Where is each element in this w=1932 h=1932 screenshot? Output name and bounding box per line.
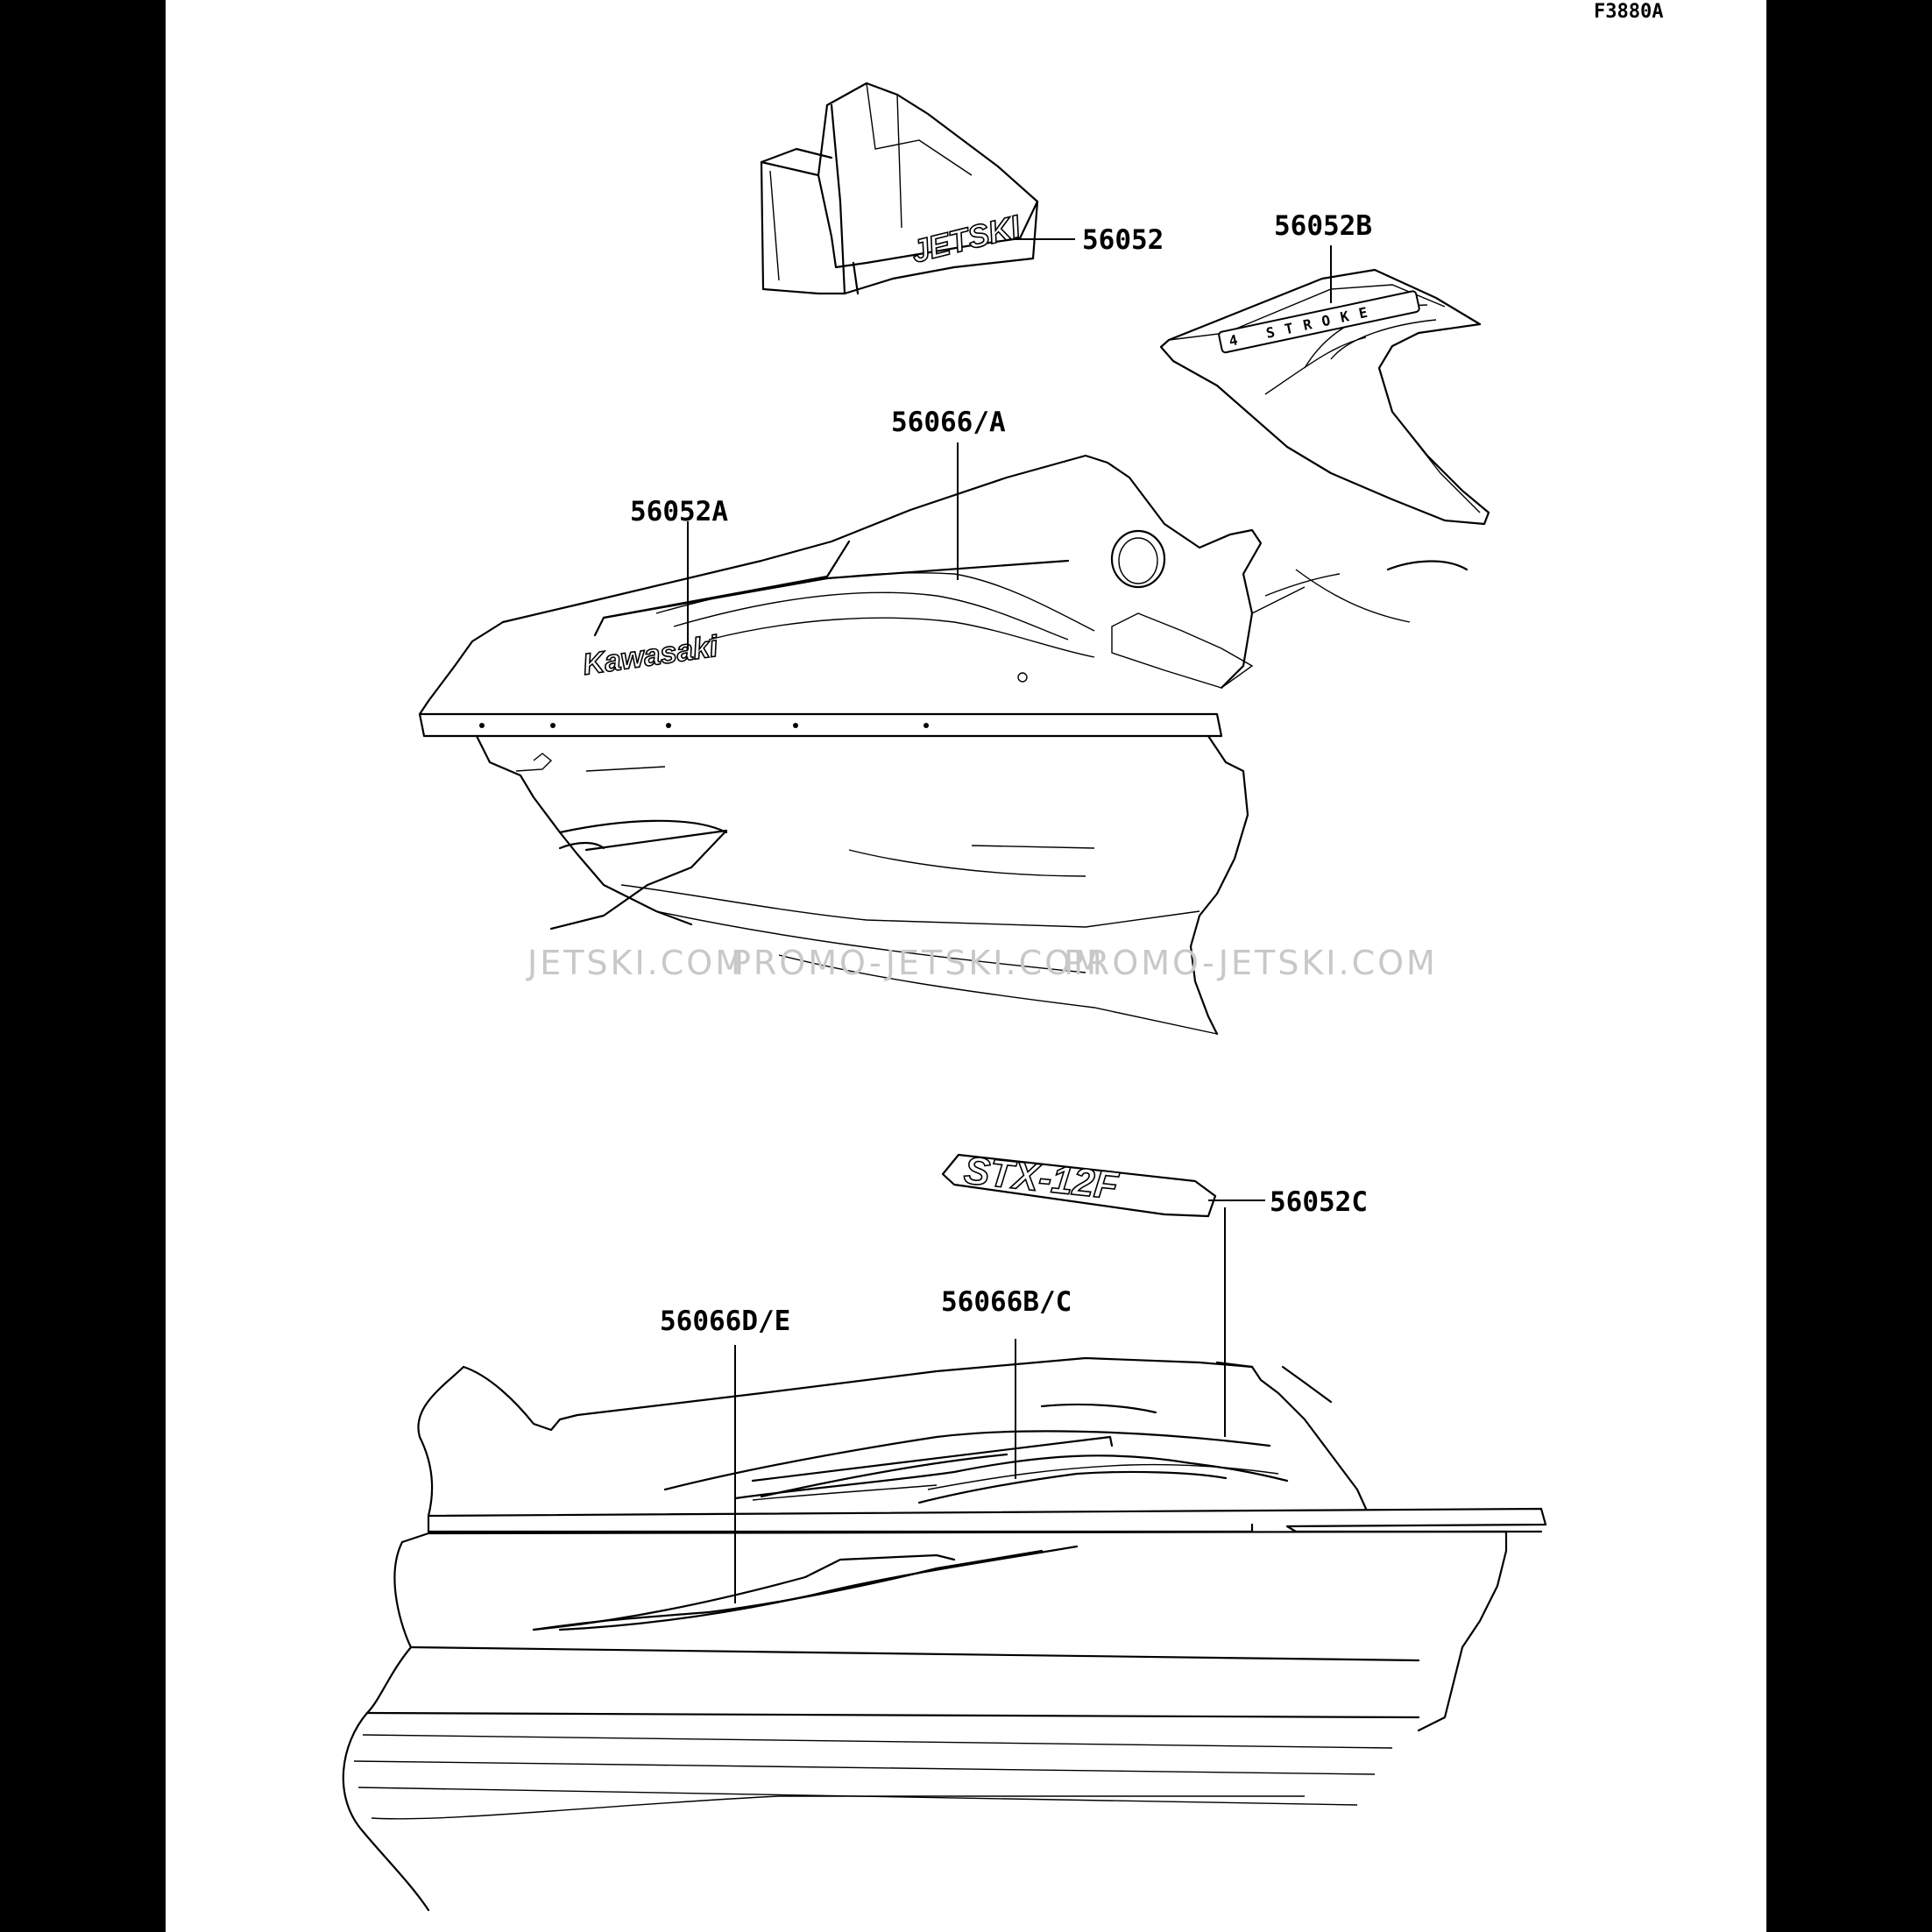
callout-56066BC: 56066B/C xyxy=(941,1286,1072,1318)
watermark: JETSKI.COM PROMO-JETSKI.COM PROMO-JETSKI… xyxy=(526,944,1438,982)
steering-cover-drawing xyxy=(760,81,1039,295)
callout-56066A: 56066/A xyxy=(891,407,1006,438)
lower-hull-drawing xyxy=(342,1356,1547,1912)
callout-56052A: 56052A xyxy=(630,496,728,527)
four-stroke-decal: 4 STROKE xyxy=(1218,290,1420,354)
jetski-decal-text: JETSKI xyxy=(908,208,1024,270)
side-panel-drawing xyxy=(1159,268,1490,526)
callout-56052B: 56052B xyxy=(1274,210,1372,242)
callout-56052C: 56052C xyxy=(1270,1186,1368,1218)
figure-id: F3880A xyxy=(1594,1,1663,23)
watermark-text-3: PROMO-JETSKI.COM xyxy=(1064,944,1438,982)
kawasaki-decal: Kawasaki xyxy=(580,629,722,683)
jetski-decal: JETSKI xyxy=(907,207,1025,270)
kawasaki-decal-text: Kawasaki xyxy=(581,630,721,682)
callout-56066DE: 56066D/E xyxy=(660,1306,790,1337)
upper-hull-drawing xyxy=(418,454,1468,1036)
watermark-text-2: PROMO-JETSKI.COM xyxy=(731,944,1105,982)
decal-diagram: F3880A JETSKI 56052 4 STROKE 56052B xyxy=(342,1,1663,1912)
stx-12f-decal: STX-12F xyxy=(941,1148,1217,1218)
parts-diagram-sheet: F3880A JETSKI 56052 4 STROKE 56052B xyxy=(166,0,1766,1932)
callout-56052: 56052 xyxy=(1082,224,1164,256)
stx-12f-decal-text: STX-12F xyxy=(962,1149,1121,1207)
watermark-text-1: JETSKI.COM xyxy=(526,944,747,982)
